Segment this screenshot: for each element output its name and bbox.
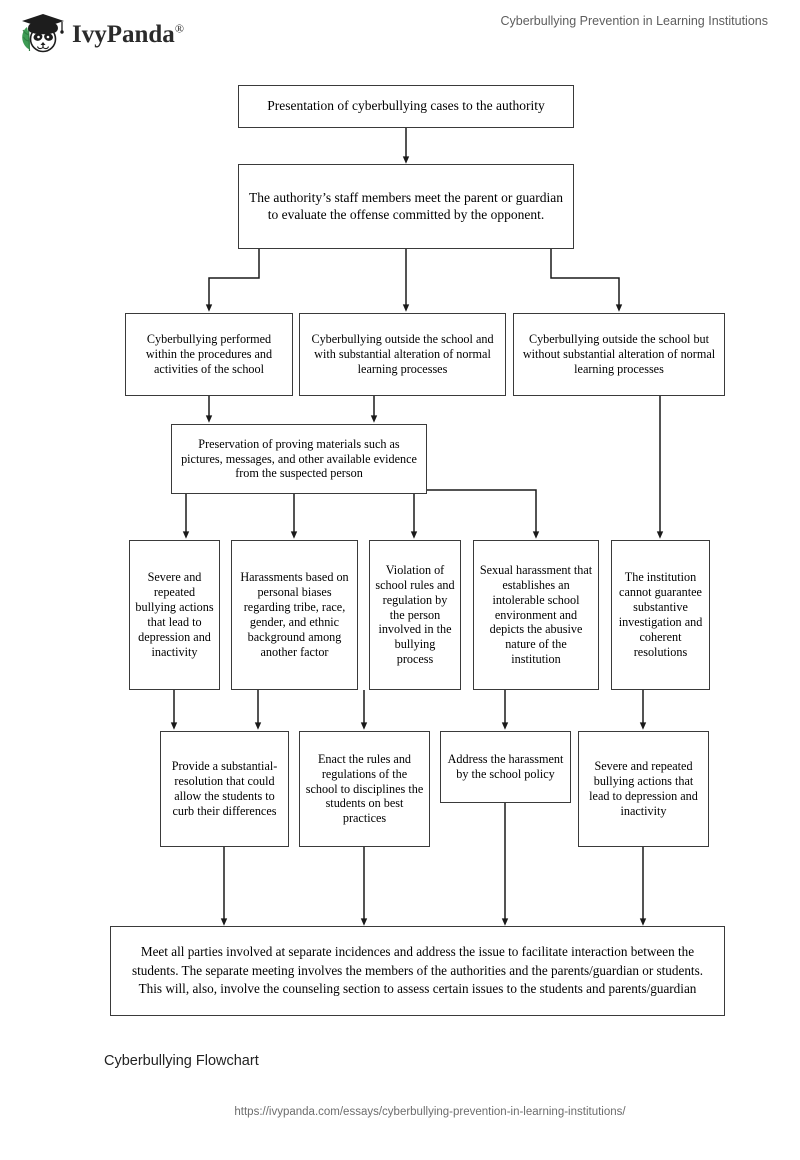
flow-node-address-harassment-policy[interactable]: Address the harassment by the school pol…	[440, 731, 571, 803]
registered-mark: ®	[174, 21, 184, 36]
footer-url-text: https://ivypanda.com/essays/cyberbullyin…	[234, 1106, 626, 1118]
brand-wordmark: IvyPanda®	[72, 21, 184, 49]
flow-node-provide-resolution[interactable]: Provide a substantial-resolution that co…	[160, 731, 289, 847]
flow-node-within-school[interactable]: Cyberbullying performed within the proce…	[125, 313, 293, 396]
connector-n4-n5d	[427, 489, 540, 539]
flow-node-staff-meeting[interactable]: The authority’s staff members meet the p…	[238, 164, 574, 249]
flow-node-severe-repeated-bullying-outcome[interactable]: Severe and repeated bullying actions tha…	[578, 731, 709, 847]
flow-node-enact-rules[interactable]: Enact the rules and regulations of the s…	[299, 731, 430, 847]
flow-node-outside-without-alteration[interactable]: Cyberbullying outside the school but wit…	[513, 313, 725, 396]
connector-n2-n3a	[205, 249, 260, 312]
diagram-caption: Cyberbullying Flowchart	[104, 1053, 259, 1069]
flowchart-connector-layer	[170, 128, 664, 926]
flow-node-meet-all-parties[interactable]: Meet all parties involved at separate in…	[110, 926, 725, 1016]
flow-node-harassment-biases[interactable]: Harassments based on personal biases reg…	[231, 540, 358, 690]
flow-node-outside-with-alteration[interactable]: Cyberbullying outside the school and wit…	[299, 313, 506, 396]
footer-source-url[interactable]: https://ivypanda.com/essays/cyberbullyin…	[0, 1106, 800, 1118]
brand-name-text: IvyPanda	[72, 21, 175, 48]
cyberbullying-flowchart: Presentation of cyberbullying cases to t…	[110, 85, 725, 1016]
document-title: Cyberbullying Prevention in Learning Ins…	[500, 14, 768, 28]
flow-node-violation-school-rules[interactable]: Violation of school rules and regulation…	[369, 540, 461, 690]
connector-n2-n3c	[550, 249, 623, 312]
flow-node-preservation-evidence[interactable]: Preservation of proving materials such a…	[171, 424, 427, 494]
flow-node-presentation[interactable]: Presentation of cyberbullying cases to t…	[238, 85, 574, 128]
brand-logo[interactable]: IvyPanda®	[14, 10, 184, 56]
flow-node-severe-repeated-bullying[interactable]: Severe and repeated bullying actions tha…	[129, 540, 220, 690]
flow-node-institution-cannot-guarantee[interactable]: The institution cannot guarantee substan…	[611, 540, 710, 690]
panda-graduation-cap-icon	[22, 14, 64, 53]
page-header: IvyPanda® Cyberbullying Prevention in Le…	[0, 0, 800, 62]
flow-node-sexual-harassment[interactable]: Sexual harassment that establishes an in…	[473, 540, 599, 690]
